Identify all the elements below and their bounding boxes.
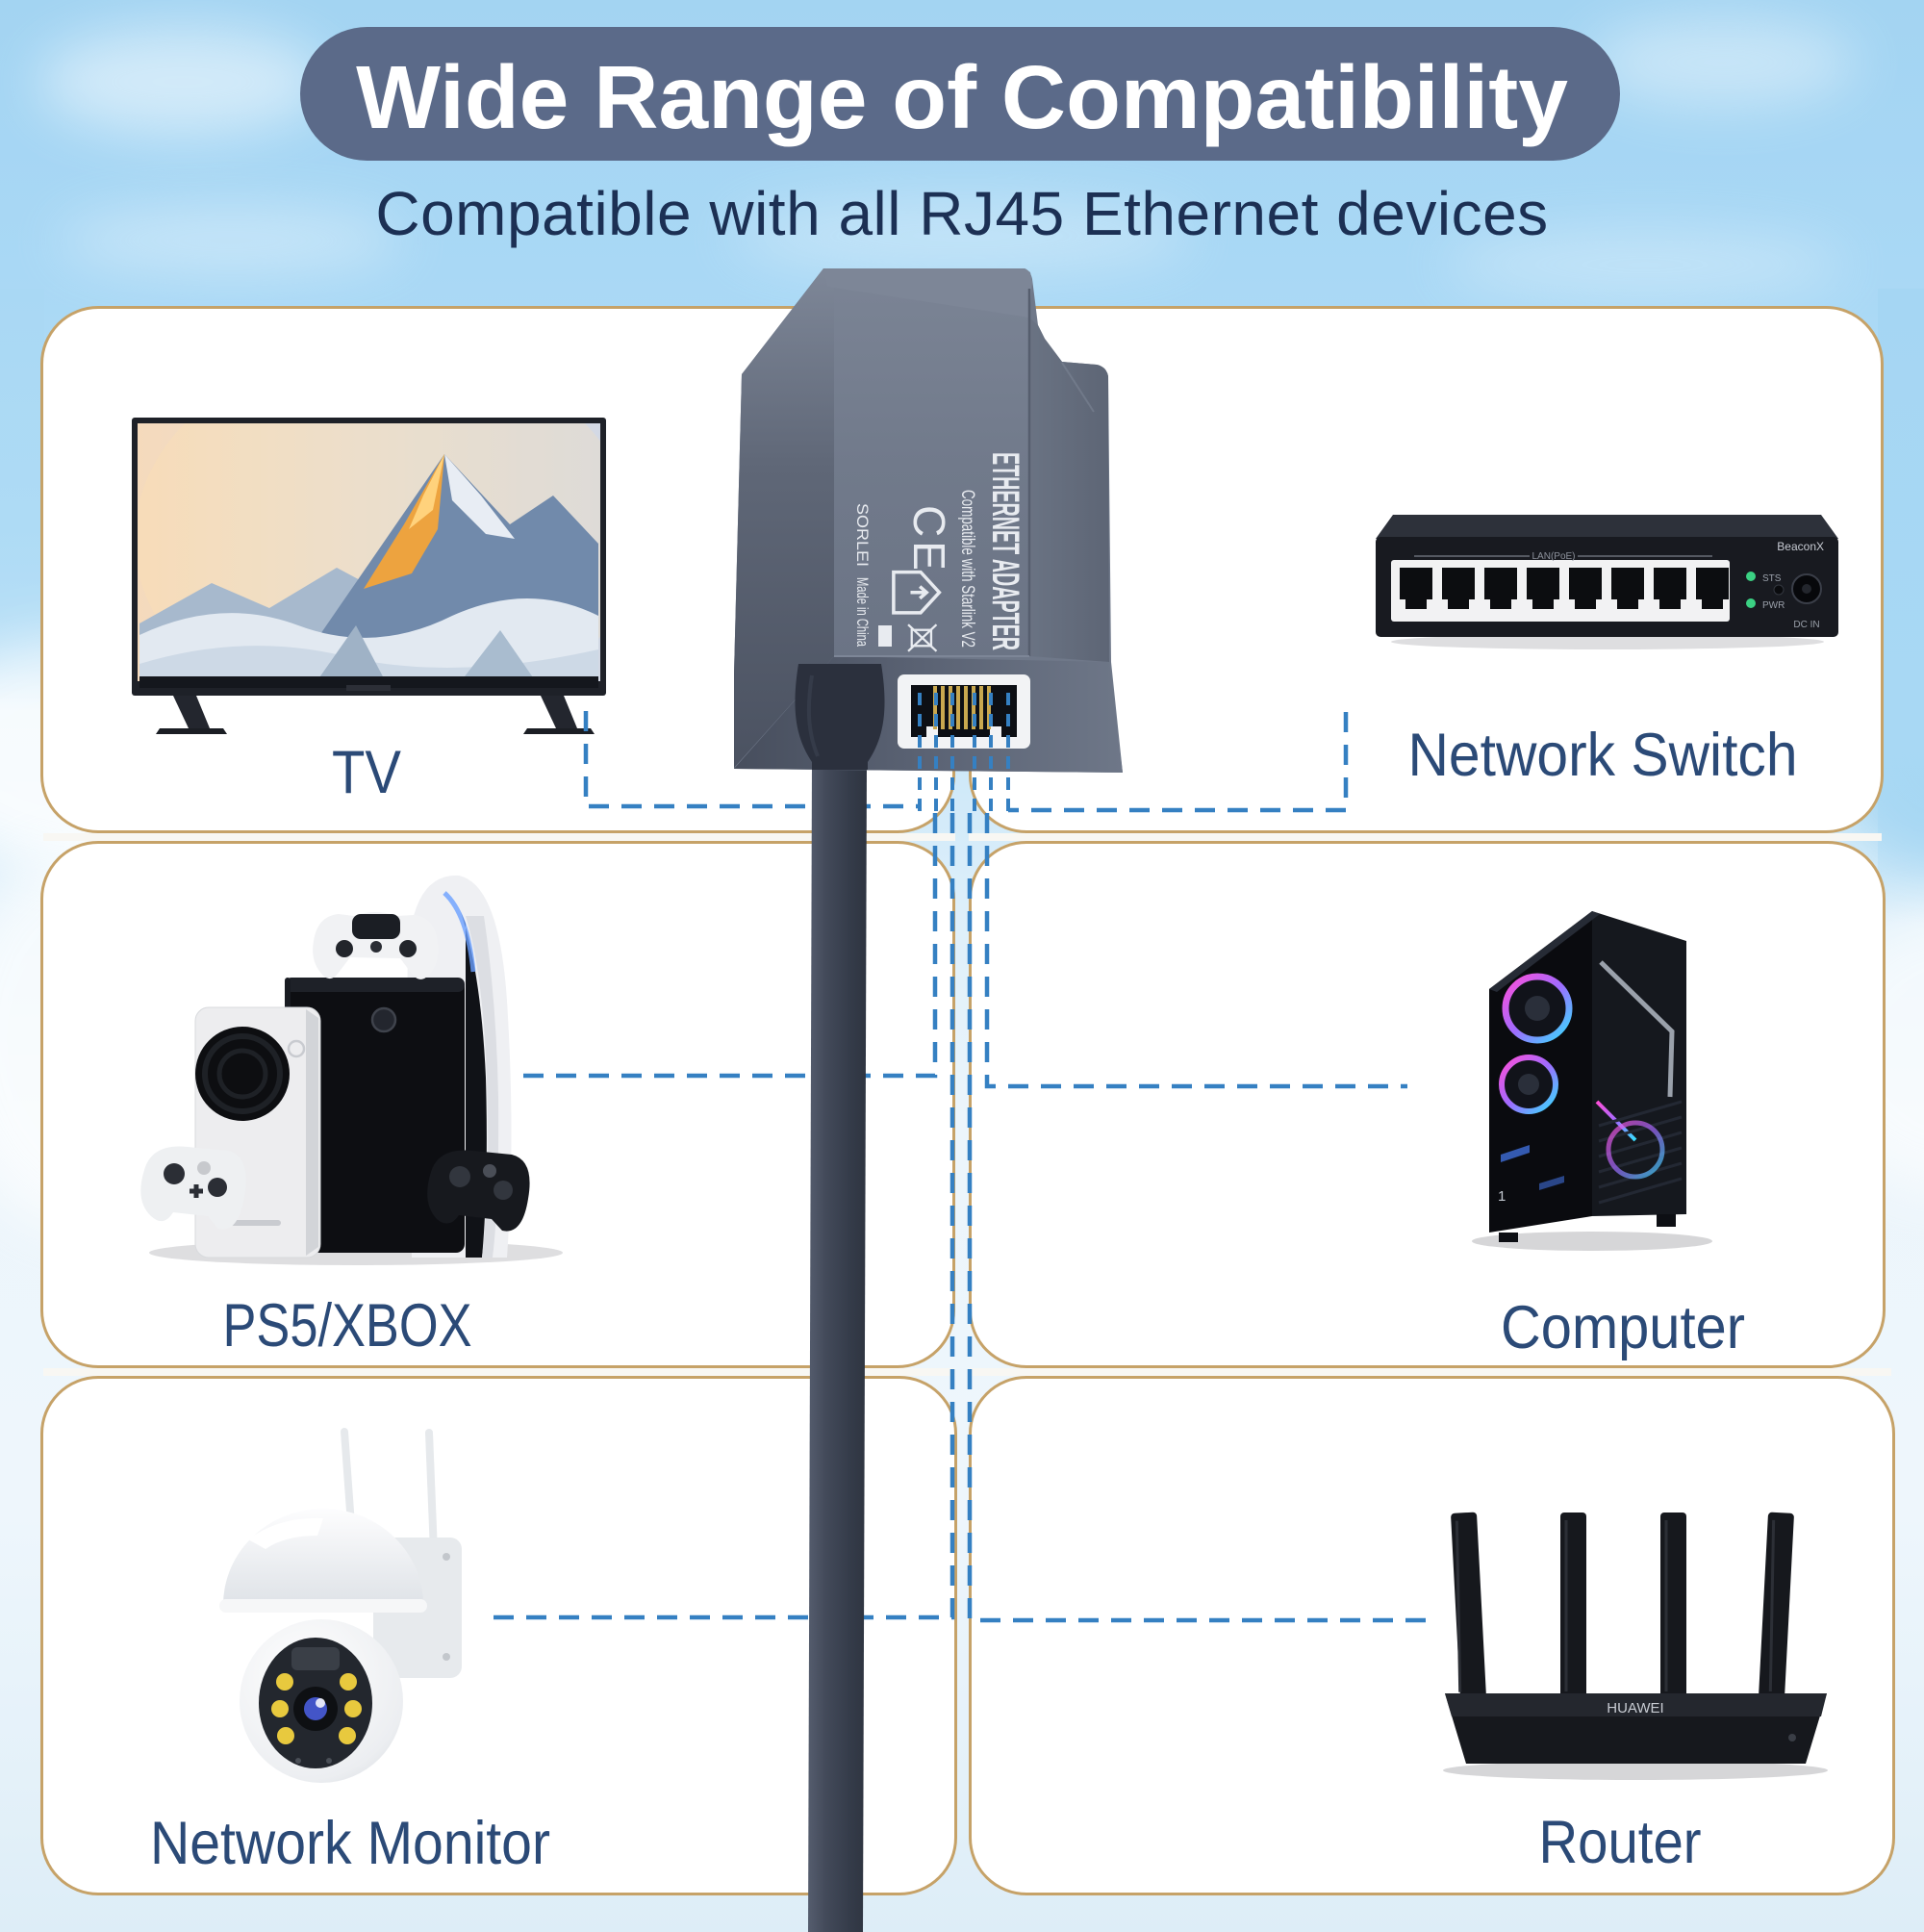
svg-text:1: 1 bbox=[1498, 1188, 1506, 1205]
svg-text:ETHERNET ADAPTER: ETHERNET ADAPTER bbox=[984, 452, 1026, 650]
svg-text:LAN(PoE): LAN(PoE) bbox=[1532, 551, 1575, 562]
svg-text:DC IN: DC IN bbox=[1793, 620, 1819, 630]
svg-text:Made in China: Made in China bbox=[853, 577, 872, 647]
svg-text:SORLEI: SORLEI bbox=[853, 503, 872, 567]
svg-text:PWR: PWR bbox=[1762, 600, 1785, 611]
svg-text:HUAWEI: HUAWEI bbox=[1607, 1700, 1663, 1716]
svg-text:STS: STS bbox=[1762, 573, 1782, 584]
svg-text:Compatible with Starlink V2: Compatible with Starlink V2 bbox=[957, 490, 977, 648]
svg-text:CE: CE bbox=[904, 505, 954, 574]
svg-text:BeaconX: BeaconX bbox=[1777, 540, 1824, 553]
